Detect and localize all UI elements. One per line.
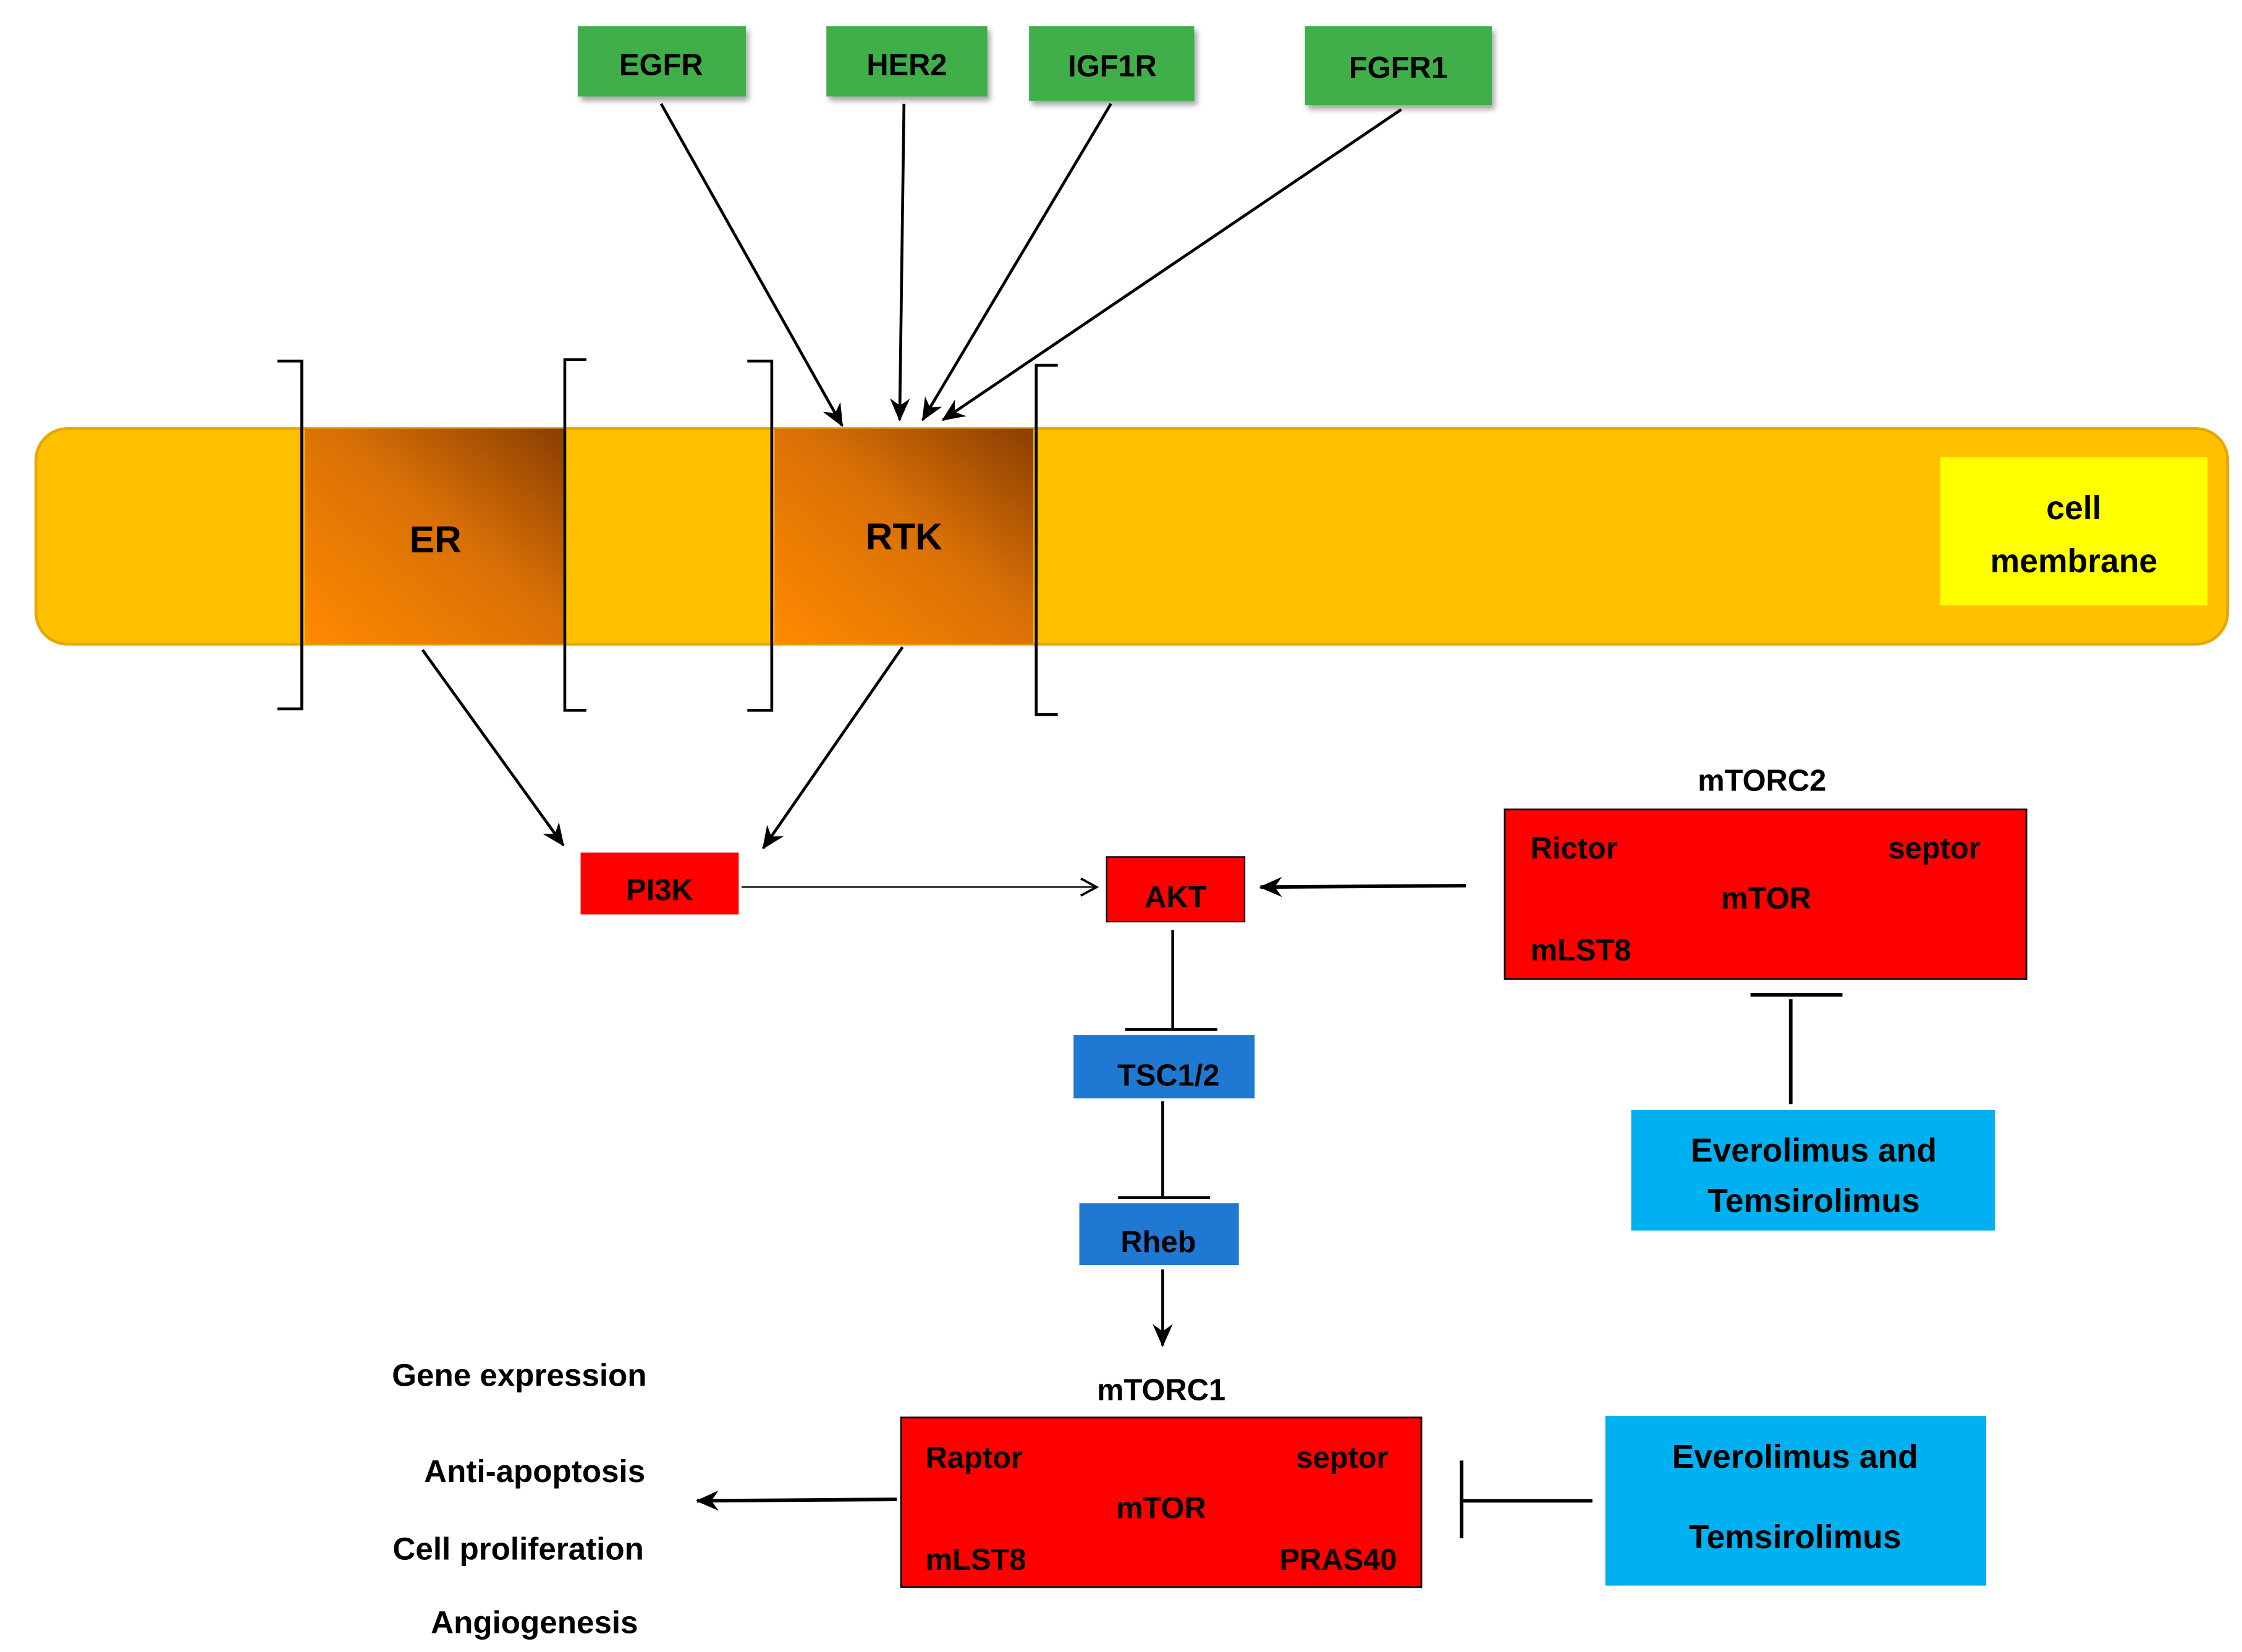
rtk-label: RTK — [866, 515, 943, 557]
tsc-label: TSC1/2 — [1117, 1059, 1220, 1092]
akt-label: AKT — [1144, 881, 1207, 914]
receptor-arrows — [659, 103, 1402, 427]
node-pi3k: PI3K — [580, 852, 739, 915]
drug-bottom-line-1: Everolimus and — [1672, 1439, 1918, 1475]
mtorc2-title: mTORC2 — [1698, 765, 1826, 798]
mtorc2-septor: septor — [1888, 832, 1980, 865]
arrow-mtorc2-akt — [1259, 876, 1466, 897]
complex-mtorc1: mTORC1 Raptor septor mTOR mLST8 PRAS40 — [900, 1374, 1423, 1588]
receptor-her2: HER2 — [826, 26, 988, 97]
mtorc1-mlst8: mLST8 — [926, 1543, 1026, 1577]
bracket-er-right — [277, 359, 303, 711]
receptor-fgfr1: FGFR1 — [1305, 26, 1492, 106]
rheb-label: Rheb — [1120, 1226, 1196, 1259]
drug-bottom-line-2: Temsirolimus — [1689, 1519, 1901, 1556]
mtorc1-septor: septor — [1296, 1441, 1388, 1475]
outcome-item: Angiogenesis — [431, 1604, 638, 1640]
bracket-er-left — [563, 358, 586, 712]
membrane-to-pi3k-arrows — [421, 646, 904, 850]
arrow-rtk-pi3k — [762, 646, 904, 850]
pi3k-label: PI3K — [626, 873, 693, 907]
inhibit-akt-tsc — [1125, 930, 1217, 1031]
arrow-her2-rtk — [890, 103, 910, 421]
inhibit-tsc-rheb — [1118, 1101, 1211, 1200]
inhibit-drug-mtorc1 — [1460, 1460, 1593, 1538]
arrow-igf1r-rtk — [921, 103, 1112, 421]
drug-box-top: Everolimus and Temsirolimus — [1631, 1109, 1995, 1231]
receptor-label: FGFR1 — [1349, 51, 1448, 85]
drug-top-line-2: Temsirolimus — [1707, 1183, 1920, 1219]
legend-line-1: cell — [2046, 490, 2101, 527]
arrow-fgfr1-rtk — [941, 108, 1402, 421]
node-akt: AKT — [1106, 856, 1246, 923]
outcome-item: Gene expression — [392, 1357, 646, 1392]
rtk-region — [774, 428, 1034, 645]
outcome-item: Anti-apoptosis — [424, 1454, 645, 1489]
mtorc1-raptor: Raptor — [926, 1441, 1023, 1475]
receptor-label: HER2 — [866, 48, 947, 82]
mtorc2-rictor: Rictor — [1531, 832, 1618, 865]
receptor-label: IGF1R — [1068, 50, 1157, 83]
cell-membrane: ER RTK cell membrane — [34, 427, 2230, 646]
legend-line-2: membrane — [1990, 543, 2157, 580]
membrane-legend-box — [1940, 457, 2208, 606]
bracket-rtk-right — [747, 359, 774, 712]
complex-mtorc2: mTORC2 Rictor septor mTOR mLST8 — [1504, 765, 2028, 980]
mtorc2-mtor: mTOR — [1721, 882, 1811, 915]
mtorc1-title: mTORC1 — [1097, 1374, 1225, 1407]
arrow-er-pi3k — [421, 649, 565, 847]
node-rheb: Rheb — [1079, 1203, 1239, 1265]
node-tsc: TSC1/2 — [1073, 1035, 1255, 1099]
er-region — [305, 428, 564, 645]
drug-box-bottom: Everolimus and Temsirolimus — [1605, 1416, 1987, 1586]
drug-top-line-1: Everolimus and — [1691, 1133, 1937, 1169]
inhibit-drug-mtorc2 — [1750, 993, 1843, 1104]
outcomes-list: Gene expression Anti-apoptosis Cell prol… — [392, 1357, 646, 1640]
outcome-item: Cell proliferation — [392, 1531, 643, 1567]
mtorc1-mtor: mTOR — [1116, 1491, 1206, 1525]
receptor-egfr: EGFR — [577, 26, 747, 97]
receptor-igf1r: IGF1R — [1029, 26, 1195, 101]
er-label: ER — [410, 518, 462, 560]
mtorc2-mlst8: mLST8 — [1531, 934, 1631, 967]
arrow-mtorc1-outcomes — [695, 1490, 897, 1511]
membrane-brackets — [277, 358, 1058, 716]
mtorc1-pras40: PRAS40 — [1280, 1543, 1397, 1577]
receptor-label: EGFR — [619, 48, 703, 82]
bracket-rtk-left — [1034, 363, 1058, 716]
arrow-egfr-rtk — [659, 103, 844, 427]
